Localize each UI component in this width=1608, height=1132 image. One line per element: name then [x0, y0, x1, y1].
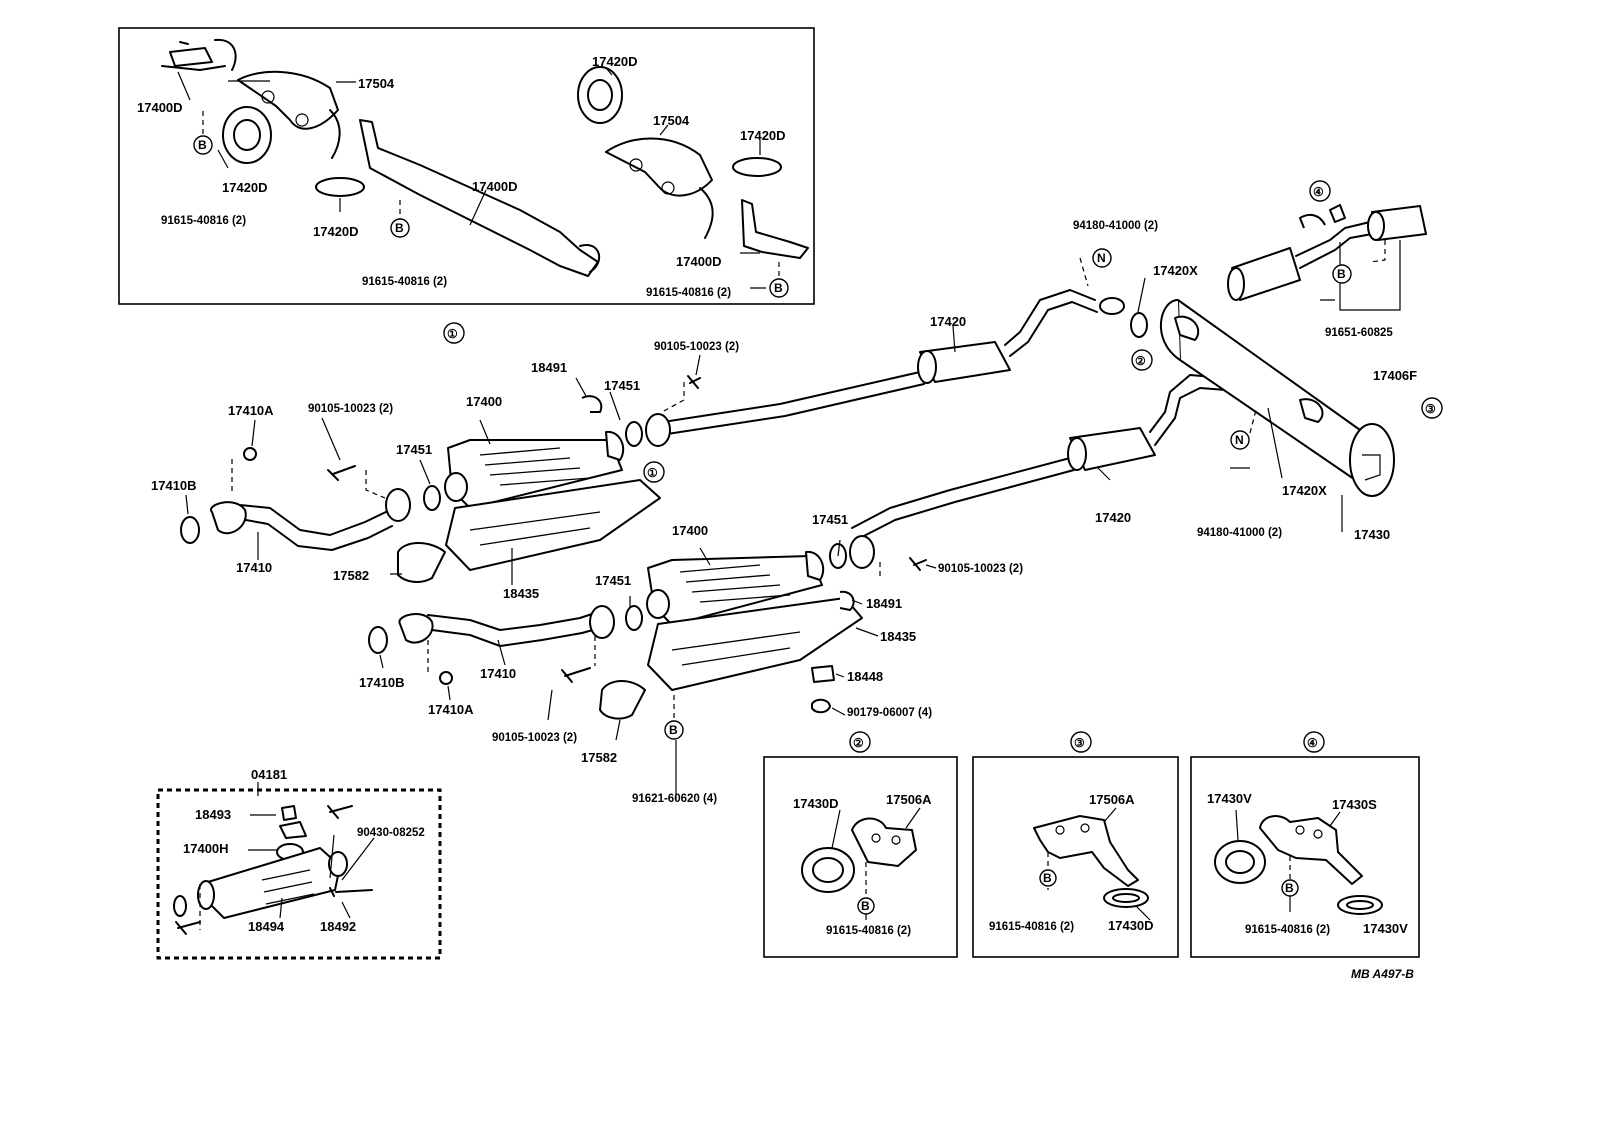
detail-box-4 [1190, 756, 1420, 958]
ref-2: ② [853, 736, 864, 750]
label-17582: 17582 [581, 750, 617, 765]
ref-b: B [1043, 871, 1052, 885]
label-17451: 17451 [396, 442, 432, 457]
label-90179-06007: 90179-06007 (4) [847, 707, 932, 719]
label-17582: 17582 [333, 568, 369, 583]
label-91615-40816: 91615-40816 (2) [1245, 924, 1330, 936]
front-bank-lower [368, 535, 937, 800]
label-17430d: 17430D [793, 796, 839, 811]
detail-box-2 [763, 756, 958, 958]
label-90105-10023: 90105-10023 (2) [492, 732, 577, 744]
label-91621-60620: 91621-60620 (4) [632, 793, 717, 805]
label-17420d: 17420D [740, 128, 786, 143]
ref-2: ② [1135, 354, 1146, 368]
kit-04181 [156, 782, 442, 960]
label-17400: 17400 [672, 523, 708, 538]
detail-box-3 [972, 756, 1179, 958]
label-17400d: 17400D [676, 254, 722, 269]
label-90105-10023: 90105-10023 (2) [654, 341, 739, 353]
ref-1: ① [447, 327, 458, 341]
label-91615-40816: 91615-40816 (2) [362, 276, 447, 288]
label-91651-60825: 91651-60825 [1325, 327, 1393, 339]
label-17400h: 17400H [183, 841, 229, 856]
label-17410b: 17410B [359, 675, 405, 690]
label-17420x: 17420X [1282, 483, 1327, 498]
front-bank-upper [180, 354, 701, 585]
label-17430: 17430 [1354, 527, 1390, 542]
label-18491: 18491 [531, 360, 567, 375]
label-17406f: 17406F [1373, 368, 1417, 383]
ref-b: B [198, 138, 207, 152]
label-17410: 17410 [480, 666, 516, 681]
label-91615-40816: 91615-40816 (2) [826, 925, 911, 937]
label-94180-41000: 94180-41000 (2) [1197, 527, 1282, 539]
label-17420d: 17420D [592, 54, 638, 69]
rear-exhaust [649, 204, 1427, 541]
label-90430-08252: 90430-08252 [357, 827, 425, 839]
label-17410b: 17410B [151, 478, 197, 493]
label-17504: 17504 [653, 113, 690, 128]
label-17451: 17451 [604, 378, 640, 393]
ref-b: B [774, 281, 783, 295]
label-90105-10023: 90105-10023 (2) [938, 563, 1023, 575]
label-17410a: 17410A [228, 403, 274, 418]
ref-3: ③ [1425, 402, 1436, 416]
label-18491: 18491 [866, 596, 902, 611]
ref-4: ④ [1307, 736, 1318, 750]
label-18494: 18494 [248, 919, 285, 934]
ref-b: B [1337, 267, 1346, 281]
label-04181: 04181 [251, 767, 287, 782]
detail-box-hangers [118, 27, 815, 305]
label-17506a: 17506A [1089, 792, 1135, 807]
label-17400d: 17400D [137, 100, 183, 115]
ref-1: ① [647, 466, 658, 480]
label-91615-40816: 91615-40816 (2) [646, 287, 731, 299]
label-17410: 17410 [236, 560, 272, 575]
label-17410a: 17410A [428, 702, 474, 717]
label-17430s: 17430S [1332, 797, 1377, 812]
label-17420d: 17420D [313, 224, 359, 239]
ref-n: N [1235, 433, 1244, 447]
label-17451: 17451 [812, 512, 848, 527]
label-17430v: 17430V [1207, 791, 1252, 806]
ref-b: B [861, 899, 870, 913]
ref-b: B [1285, 881, 1294, 895]
label-90105-10023: 90105-10023 (2) [308, 403, 393, 415]
ref-3: ③ [1074, 736, 1085, 750]
label-17430v: 17430V [1363, 921, 1408, 936]
label-18448: 18448 [847, 669, 883, 684]
ref-4: ④ [1313, 185, 1324, 199]
ref-n: N [1097, 251, 1106, 265]
label-17400: 17400 [466, 394, 502, 409]
label-17430d: 17430D [1108, 918, 1154, 933]
drawing-code: MB A497-B [1351, 967, 1414, 981]
label-18492: 18492 [320, 919, 356, 934]
label-18435: 18435 [503, 586, 539, 601]
label-18435: 18435 [880, 629, 916, 644]
label-17451: 17451 [595, 573, 631, 588]
label-17420d: 17420D [222, 180, 268, 195]
label-94180-41000: 94180-41000 (2) [1073, 220, 1158, 232]
ref-b: B [669, 723, 678, 737]
label-17420x: 17420X [1153, 263, 1198, 278]
label-91615-40816: 91615-40816 (2) [989, 921, 1074, 933]
label-17420: 17420 [1095, 510, 1131, 525]
label-91615-40816: 91615-40816 (2) [161, 215, 246, 227]
label-17420: 17420 [930, 314, 966, 329]
label-17504: 17504 [358, 76, 395, 91]
label-18493: 18493 [195, 807, 231, 822]
label-17400d: 17400D [472, 179, 518, 194]
ref-b: B [395, 221, 404, 235]
label-17506a: 17506A [886, 792, 932, 807]
